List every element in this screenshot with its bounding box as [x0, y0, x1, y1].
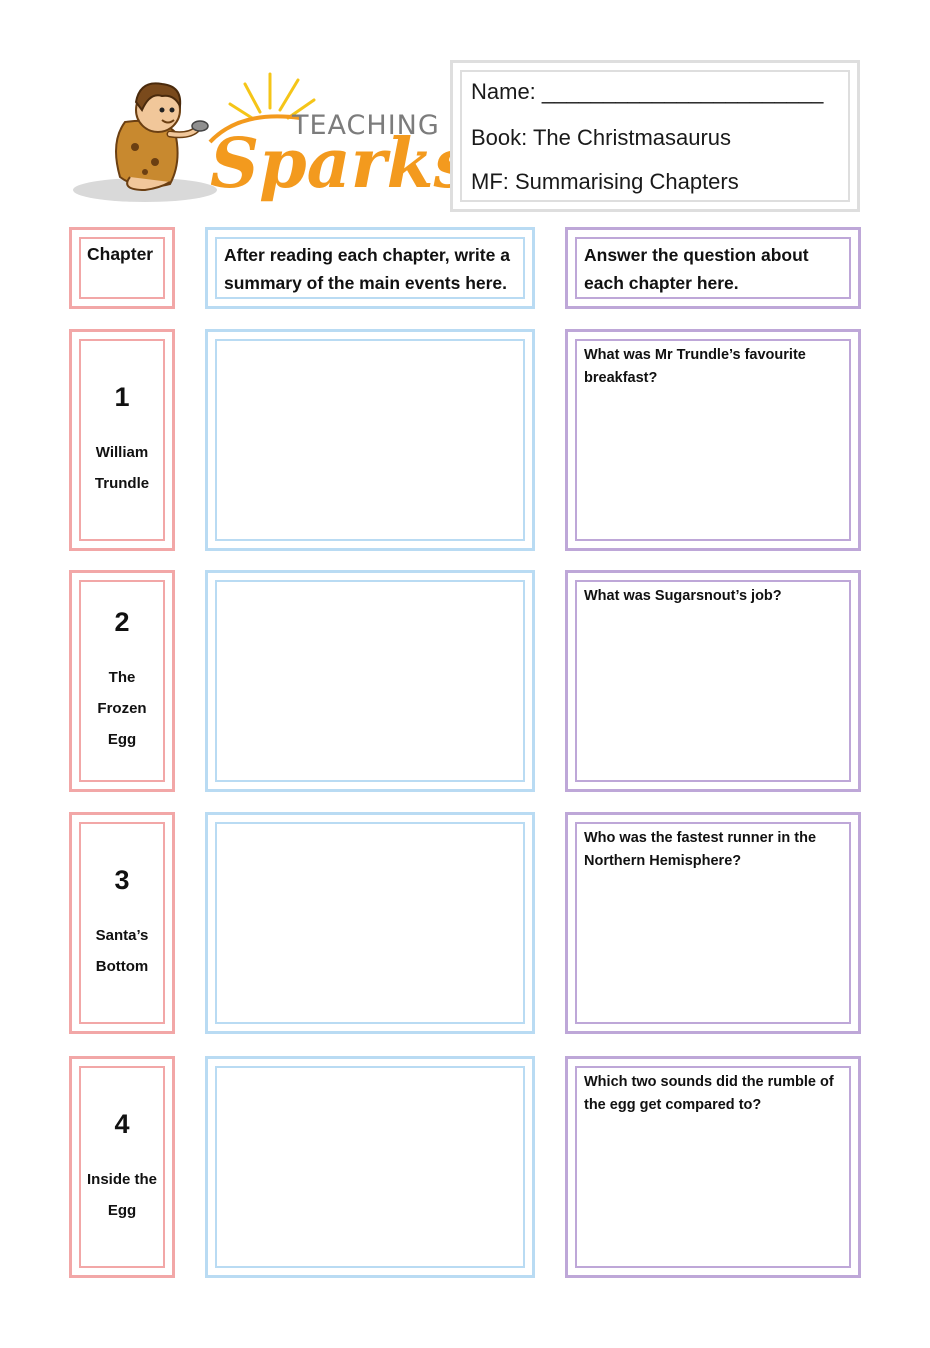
chapter-title-line: Santa’s [95, 926, 149, 944]
question-text: Which two sounds did the rumble of the e… [584, 1074, 834, 1113]
chapter-title-line: Egg [107, 1201, 137, 1219]
chapter-title-line: Egg [107, 731, 137, 748]
chapter-number: 2 [114, 607, 130, 637]
chapter-box-3: 3 Santa’s Bottom [69, 812, 175, 1034]
chapter-title-line: The [108, 669, 136, 686]
chapter-title-line: Frozen [97, 700, 147, 717]
chapter-number: 4 [114, 1108, 130, 1139]
chapter-box-1: 1 William Trundle [69, 329, 175, 551]
question-header-box: Answer the question about each chapter h… [565, 227, 861, 309]
question-box-3[interactable]: Who was the fastest runner in the Northe… [565, 812, 861, 1034]
summary-box-3[interactable] [205, 812, 535, 1034]
chapter-header-box: Chapter [69, 227, 175, 309]
chapter-title-line: William [95, 443, 149, 461]
summary-box-2[interactable] [205, 570, 535, 792]
chapter-box-2: 2 The Frozen Egg [69, 570, 175, 792]
summary-box-4[interactable] [205, 1056, 535, 1278]
logo-word-teaching: TEACHING [292, 110, 440, 141]
question-header: Answer the question about each chapter h… [584, 245, 809, 293]
question-box-1[interactable]: What was Mr Trundle’s favourite breakfas… [565, 329, 861, 551]
book-title: Book: The Christmasaurus [471, 125, 732, 150]
question-box-2[interactable]: What was Sugarsnout’s job? [565, 570, 861, 792]
chapter-title-line: Inside the [86, 1170, 157, 1188]
chapter-header: Chapter [87, 244, 154, 264]
logo-word-sparks: Sparks [210, 124, 472, 204]
chapter-number: 1 [114, 381, 130, 412]
question-text: What was Sugarsnout’s job? [584, 588, 782, 604]
question-text: Who was the fastest runner in the Northe… [584, 830, 817, 869]
summary-box-1[interactable] [205, 329, 535, 551]
question-text: What was Mr Trundle’s favourite breakfas… [584, 347, 806, 386]
student-info-box: Name: _______________________ Book: The … [450, 60, 860, 212]
chapter-box-4: 4 Inside the Egg [69, 1056, 175, 1278]
caveman-mascot-icon [73, 72, 316, 202]
teaching-sparks-logo: TEACHING Sparks [70, 62, 472, 212]
question-box-4[interactable]: Which two sounds did the rumble of the e… [565, 1056, 861, 1278]
chapter-title-line: Bottom [95, 957, 149, 975]
summary-header: After reading each chapter, write a summ… [224, 245, 510, 293]
summary-header-box: After reading each chapter, write a summ… [205, 227, 535, 309]
mf-title: MF: Summarising Chapters [471, 169, 739, 194]
chapter-number: 3 [114, 864, 130, 895]
chapter-title-line: Trundle [94, 474, 150, 492]
name-field[interactable]: Name: _______________________ [471, 79, 824, 104]
